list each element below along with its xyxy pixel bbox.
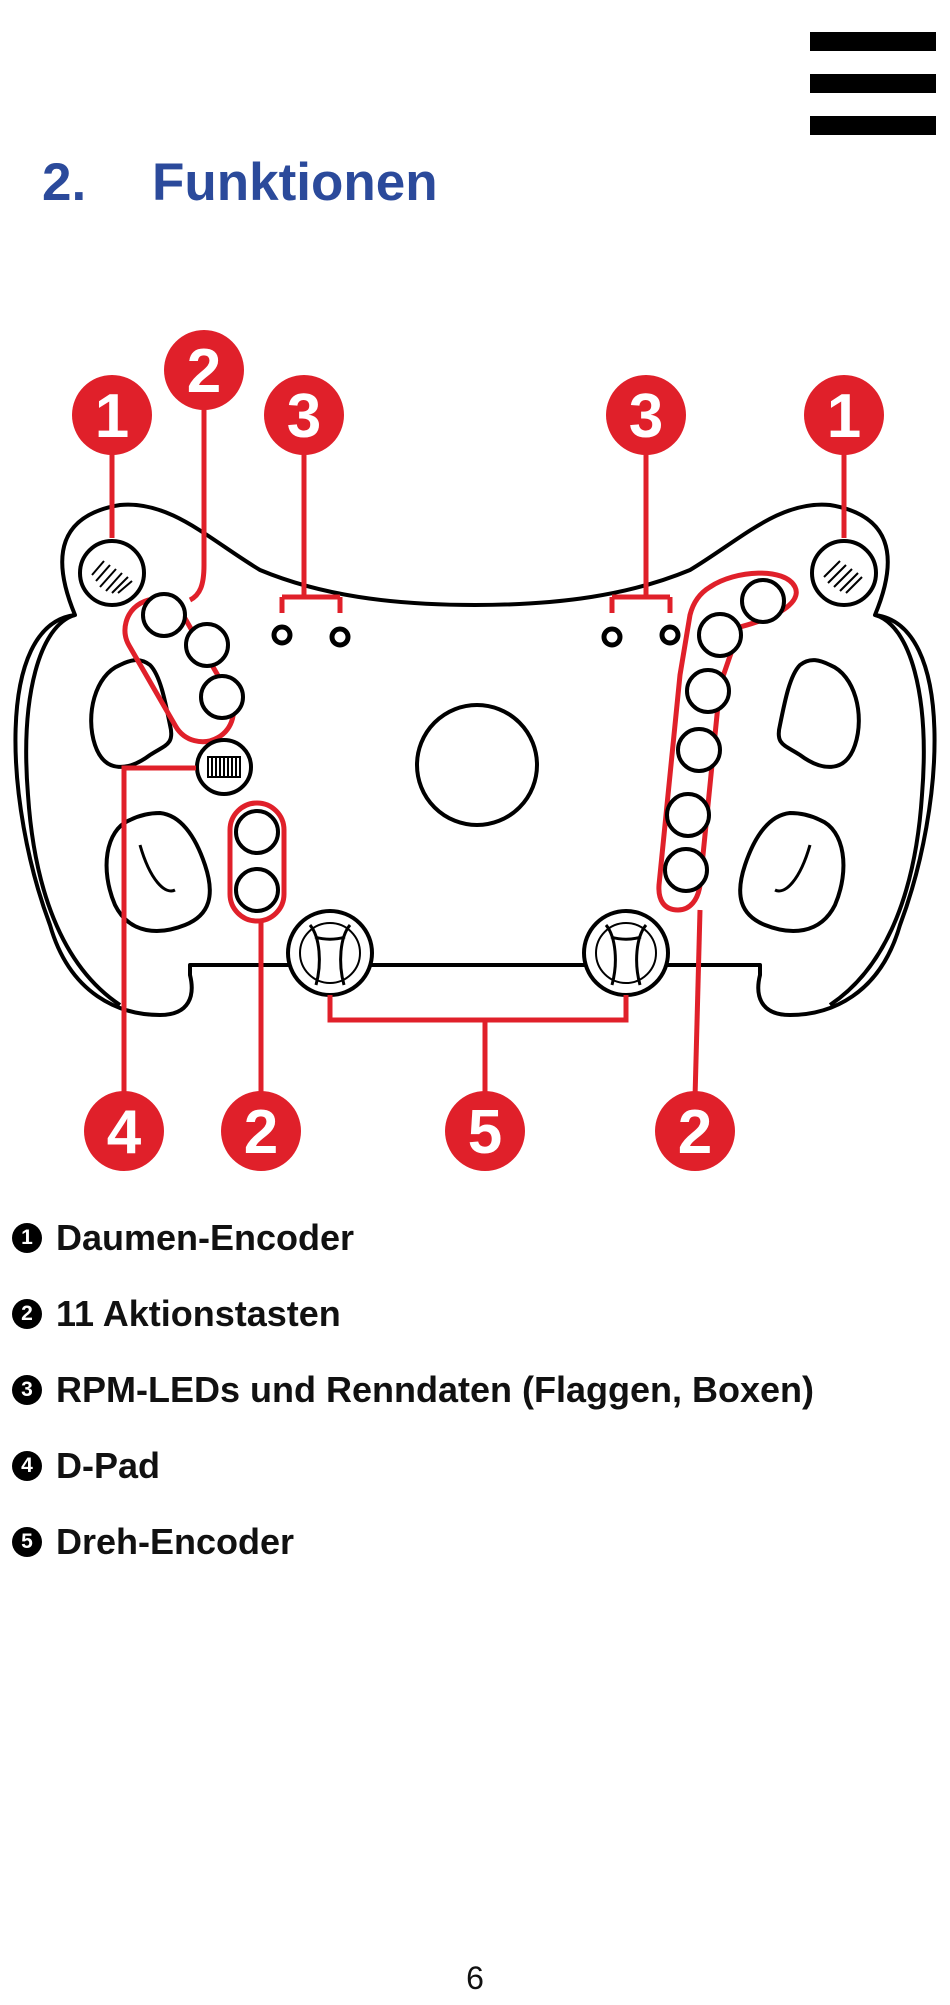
legend-item: 2 11 Aktionstasten bbox=[12, 1276, 814, 1352]
page-number: 6 bbox=[466, 1960, 484, 1996]
callout-1-right: 1 bbox=[804, 375, 884, 455]
legend-label: D-Pad bbox=[56, 1445, 161, 1486]
callout-1-left-label: 1 bbox=[95, 382, 129, 451]
legend-label: RPM-LEDs und Renndaten (Flaggen, Boxen) bbox=[56, 1369, 815, 1410]
legend-bullet: 2 bbox=[12, 1299, 42, 1329]
callout-3-right: 3 bbox=[606, 375, 686, 455]
right-upper-paddle bbox=[776, 658, 861, 769]
callout-2-top: 2 bbox=[164, 330, 244, 410]
callout-3-right-label: 3 bbox=[629, 382, 663, 451]
thumb-encoder-right bbox=[810, 539, 878, 607]
callout-2-bottom-left-label: 2 bbox=[244, 1098, 278, 1167]
callout-3-left: 3 bbox=[264, 375, 344, 455]
callout-4: 4 bbox=[84, 1091, 164, 1171]
callout-3-left-label: 3 bbox=[287, 382, 321, 451]
hamburger-menu-icon[interactable] bbox=[810, 32, 936, 136]
steering-wheel-diagram: 1 2 3 3 1 4 2 5 2 bbox=[13, 330, 937, 1171]
callout-2-top-label: 2 bbox=[187, 337, 221, 406]
callout-5-label: 5 bbox=[468, 1098, 502, 1167]
left-lower-paddle bbox=[104, 811, 212, 933]
right-lower-paddle bbox=[738, 811, 846, 933]
rotary-encoder-right bbox=[582, 909, 670, 997]
d-pad bbox=[195, 738, 253, 796]
legend-label: Daumen-Encoder bbox=[56, 1217, 355, 1258]
callout-2-bottom-left: 2 bbox=[221, 1091, 301, 1171]
thumb-encoder-left bbox=[78, 539, 146, 607]
callout-2-bottom-right: 2 bbox=[655, 1091, 735, 1171]
left-action-buttons-upper bbox=[122, 592, 245, 745]
left-grip-outline bbox=[24, 613, 122, 1007]
legend-bullet: 4 bbox=[12, 1451, 42, 1481]
legend-bullet: 1 bbox=[12, 1223, 42, 1253]
legend-label: 11 Aktionstasten bbox=[56, 1293, 341, 1334]
callout-markers: 1 2 3 3 1 4 2 5 2 bbox=[72, 330, 884, 1171]
callout-2-bottom-right-label: 2 bbox=[678, 1098, 712, 1167]
legend-bullet: 3 bbox=[12, 1375, 42, 1405]
function-legend: 1 Daumen-Encoder 2 11 Aktionstasten 3 RPM-L… bbox=[12, 1200, 814, 1580]
legend-item: 4 D-Pad bbox=[12, 1428, 814, 1504]
center-display bbox=[415, 703, 539, 827]
callout-1-right-label: 1 bbox=[827, 382, 861, 451]
callout-5: 5 bbox=[445, 1091, 525, 1171]
legend-bullet: 5 bbox=[12, 1527, 42, 1557]
callout-1-left: 1 bbox=[72, 375, 152, 455]
right-action-buttons bbox=[656, 570, 799, 913]
legend-item: 1 Daumen-Encoder bbox=[12, 1200, 814, 1276]
callout-4-label: 4 bbox=[107, 1098, 142, 1167]
rpm-leds bbox=[271, 624, 681, 648]
rotary-encoder-left bbox=[286, 909, 374, 997]
right-grip-outline bbox=[828, 613, 926, 1007]
section-title: Funktionen bbox=[152, 153, 438, 212]
legend-label: Dreh-Encoder bbox=[56, 1521, 295, 1562]
legend-item: 5 Dreh-Encoder bbox=[12, 1504, 814, 1580]
section-heading: 2. Funktionen bbox=[42, 152, 438, 213]
legend-item: 3 RPM-LEDs und Renndaten (Flaggen, Boxen) bbox=[12, 1352, 814, 1428]
right-paddles bbox=[738, 658, 861, 933]
left-action-buttons-lower bbox=[227, 800, 287, 924]
section-number: 2. bbox=[42, 153, 87, 212]
